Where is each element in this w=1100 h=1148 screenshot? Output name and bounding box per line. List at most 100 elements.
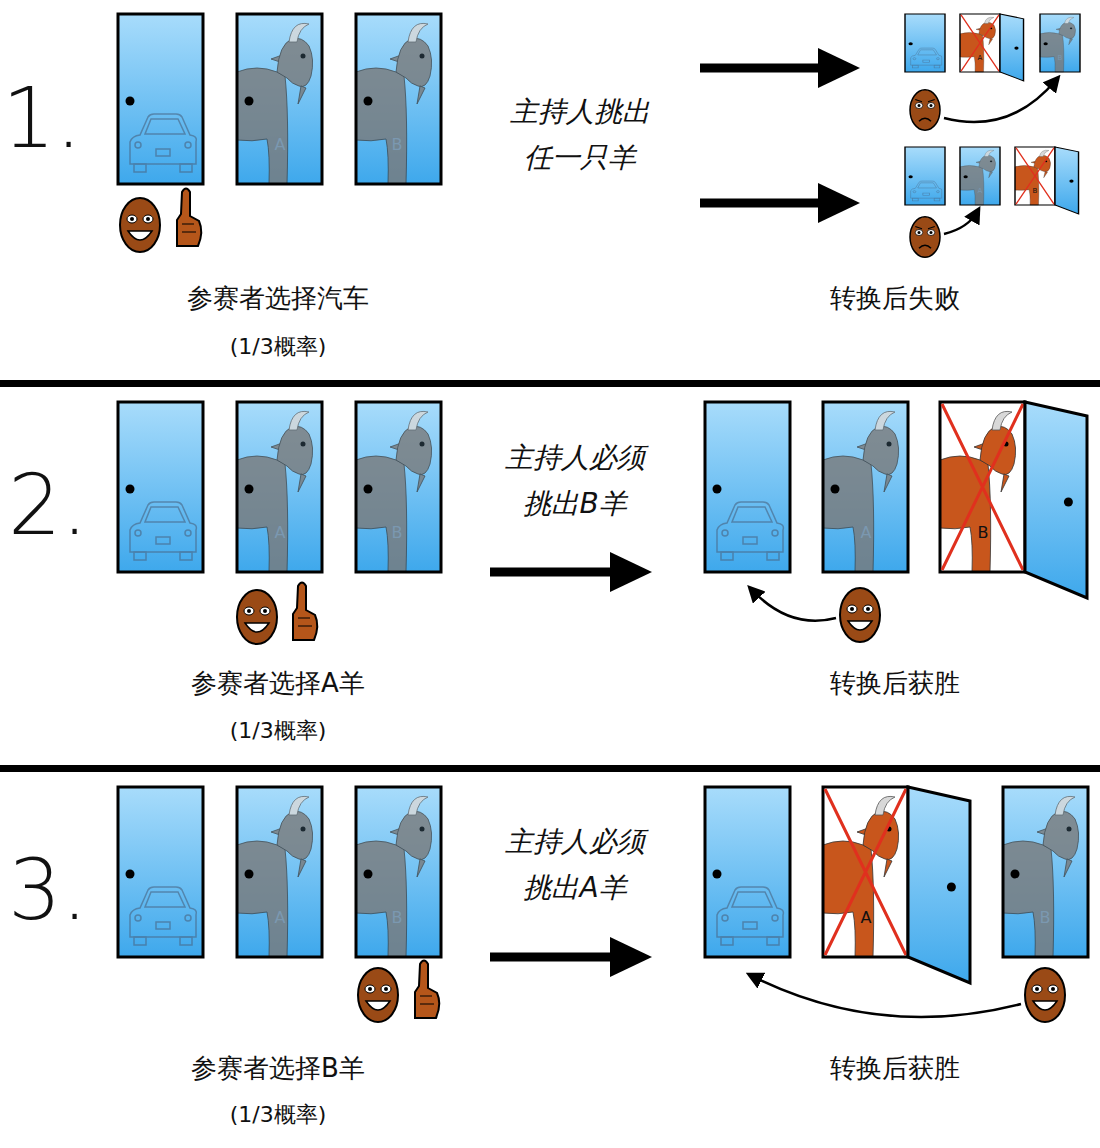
door-panel [705, 402, 790, 572]
door-border [237, 402, 322, 572]
door-panel [960, 147, 1000, 205]
goat-letter: B [392, 909, 403, 927]
goat-body [237, 841, 288, 957]
row-divider [0, 765, 1100, 772]
outcome-caption: 转换后获胜 [830, 669, 960, 698]
car-light [722, 915, 728, 921]
car-wheel [721, 552, 733, 560]
goat-beard [1044, 172, 1048, 178]
door [237, 787, 322, 957]
face-frown [919, 118, 931, 121]
door-knob [1044, 42, 1048, 45]
door-knob [964, 175, 968, 178]
switch-arrow [752, 976, 1021, 1017]
door [237, 14, 322, 184]
car-plate [156, 149, 170, 156]
hand-knuckle [298, 618, 312, 626]
face-pupil [263, 609, 267, 613]
door-knob [364, 870, 373, 879]
face-smile [245, 623, 269, 632]
door-border [1040, 14, 1080, 72]
car-light [135, 530, 141, 536]
goat-head [979, 155, 996, 171]
outcome-caption: 转换后失败 [830, 284, 960, 313]
face-pupil [368, 987, 372, 991]
goat-body [960, 32, 984, 72]
goat-figure [237, 23, 313, 184]
car-light [135, 915, 141, 921]
car-plate [743, 537, 757, 544]
goat-head [396, 811, 432, 859]
car-window [918, 50, 937, 55]
door-panel [705, 787, 790, 957]
car-wheel [134, 164, 146, 172]
goat-head [1043, 811, 1079, 859]
face-pupil [930, 231, 933, 234]
outcome-caption: 转换后获胜 [830, 1054, 960, 1083]
host-action: 主持人挑出 任一只羊 [493, 89, 667, 181]
goat-letter: A [978, 55, 983, 63]
goat-eye [1070, 27, 1072, 29]
door-knob [364, 97, 373, 106]
door-frame [940, 402, 1025, 572]
car-window [145, 507, 185, 522]
face-head [120, 198, 160, 252]
face-eye [1032, 985, 1042, 993]
car-body [911, 48, 942, 65]
switch-arrow [752, 590, 836, 621]
car-wheel [913, 65, 919, 68]
contestant-face [120, 198, 160, 252]
goat-letter: A [275, 136, 286, 154]
car-light [185, 530, 191, 536]
car-body [911, 181, 942, 198]
goat-letter: B [1058, 55, 1063, 63]
door-panel [237, 14, 322, 184]
door [705, 787, 790, 957]
goat-head [1059, 22, 1076, 38]
goat-body [1015, 165, 1039, 205]
open-door [940, 402, 1087, 598]
goat-horn [289, 796, 309, 815]
door-panel [118, 14, 203, 184]
car-window [145, 892, 185, 907]
face-eye [143, 215, 153, 223]
choice-caption: 参赛者选择汽车 [187, 284, 369, 313]
car-wheel [934, 65, 940, 68]
car-light [772, 530, 778, 536]
car-light [937, 191, 940, 193]
probability-note: (1/3概率) [230, 1103, 327, 1127]
car-light [913, 58, 916, 60]
goat-body [823, 841, 874, 957]
goat-eye [301, 54, 306, 59]
goat-horn [408, 796, 428, 815]
car-outline [717, 502, 783, 560]
goat-beard [989, 39, 993, 45]
face-pupil [918, 231, 921, 234]
big-arrow-shaft [700, 199, 830, 208]
goat-letter: A [275, 524, 286, 542]
door [356, 14, 441, 184]
door-border [705, 402, 790, 572]
door-knob [909, 42, 913, 45]
goat-figure [237, 796, 313, 957]
goat-horn [289, 23, 309, 42]
goat-head [863, 426, 899, 474]
door-knob [1011, 870, 1020, 879]
red-cross [825, 789, 906, 955]
goat-horn [875, 411, 895, 430]
choice-caption: 参赛者选择A羊 [191, 669, 365, 698]
door-border [118, 402, 203, 572]
goat-eye [990, 160, 992, 162]
car-wheel [913, 198, 919, 201]
red-cross [961, 15, 999, 72]
door-border [356, 14, 441, 184]
door-panel [118, 787, 203, 957]
goat-beard [298, 86, 306, 104]
row-number: 1. [2, 72, 82, 164]
goat-horn [984, 17, 993, 23]
door-knob [126, 97, 135, 106]
door-knob [947, 883, 956, 892]
door [118, 402, 203, 572]
goat-figure [1040, 17, 1076, 72]
face-head [910, 217, 940, 258]
